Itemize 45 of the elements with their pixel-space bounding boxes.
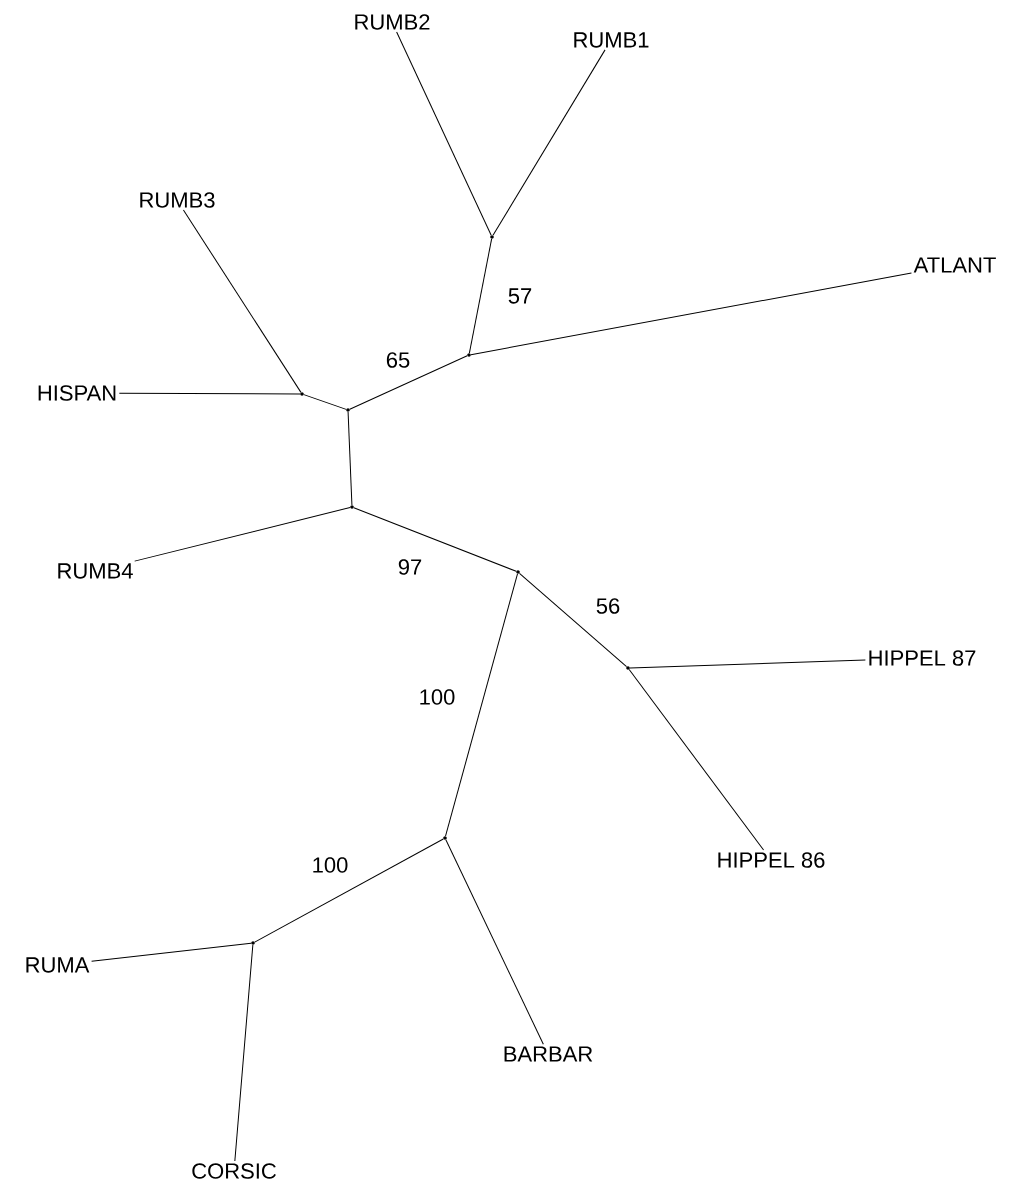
branch-line: [628, 669, 765, 851]
branch-line: [134, 507, 351, 562]
branch-line: [470, 272, 912, 356]
branch-point: [467, 353, 471, 357]
branch-line: [182, 209, 302, 393]
taxon-label: BARBAR: [504, 1046, 593, 1062]
branch-point: [350, 505, 354, 509]
taxon-label: ATLANT: [913, 257, 996, 273]
taxon-label: HIPPEL 87: [869, 650, 976, 666]
branch-line: [353, 507, 517, 572]
branch-line: [445, 839, 544, 1045]
taxon-label: RUMB3: [140, 192, 215, 208]
branch-line: [234, 944, 254, 1162]
bootstrap-value: 97: [396, 558, 424, 576]
branch-line: [518, 572, 628, 668]
branch-line: [303, 394, 347, 410]
branch-line: [254, 838, 444, 943]
branch-point: [490, 235, 494, 239]
branch-line: [347, 411, 353, 506]
branch-point: [251, 941, 255, 945]
taxon-label: HISPAN: [38, 385, 116, 401]
branch-point: [443, 836, 447, 840]
taxon-label: RUMB2: [355, 14, 430, 30]
taxon-label: HIPPEL 86: [718, 852, 825, 868]
branch-line: [445, 573, 518, 837]
bootstrap-value: 100: [417, 688, 457, 706]
branch-point: [516, 570, 520, 574]
branch-line: [396, 31, 492, 236]
branch-point: [626, 666, 630, 670]
branch-point: [300, 392, 304, 396]
bootstrap-value: 65: [384, 351, 412, 369]
bootstrap-value: 56: [594, 597, 622, 615]
taxon-label: CORSIC: [192, 1163, 276, 1179]
branch-line: [91, 942, 252, 962]
taxon-label: RUMA: [26, 957, 90, 973]
branch-line: [629, 659, 866, 669]
branch-line: [118, 392, 301, 395]
taxon-label: RUMB4: [58, 563, 133, 579]
bootstrap-value: 57: [506, 287, 534, 305]
branch-line: [468, 238, 493, 354]
taxon-label: RUMB1: [574, 32, 649, 48]
branch-line: [492, 49, 606, 236]
branch-point: [346, 408, 350, 412]
bootstrap-value: 100: [310, 856, 350, 874]
branch-line: [349, 355, 468, 410]
